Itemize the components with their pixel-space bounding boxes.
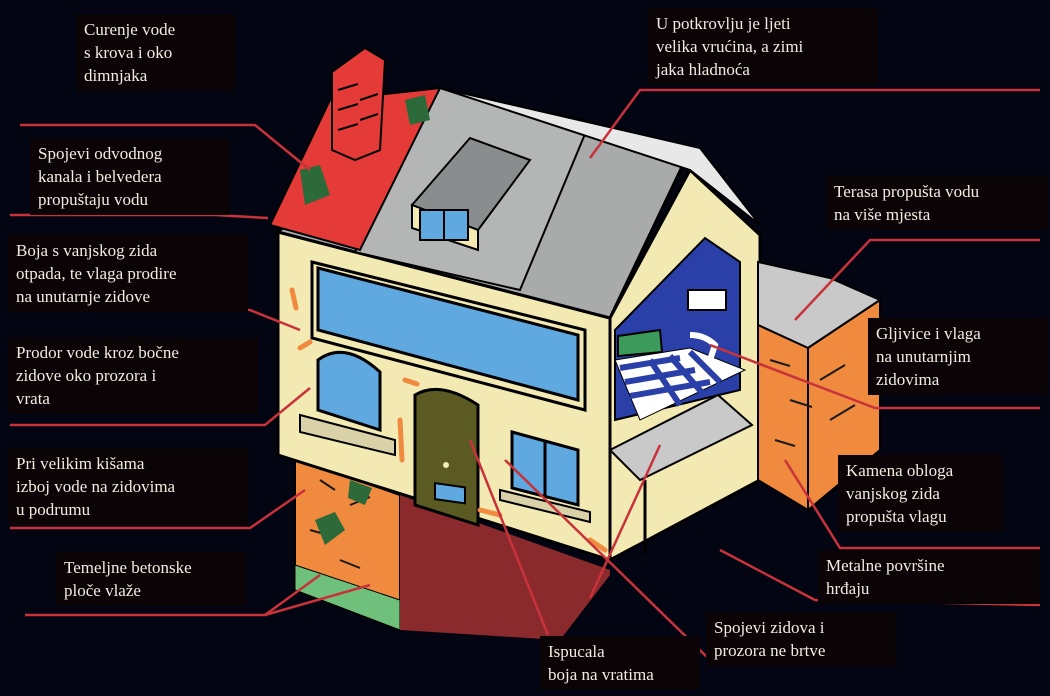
label-window-joints: Spojevi zidova i prozora ne brtve	[706, 612, 896, 666]
roof	[268, 46, 761, 320]
label-stone-cladding: Kamena obloga vanjskog zida propušta vla…	[838, 455, 1003, 532]
label-door-paint: Ispucala boja na vratima	[540, 636, 700, 690]
basement	[294, 456, 610, 640]
label-mold: Gljivice i vlaga na unutarnjim zidovima	[868, 318, 1048, 395]
label-basement-rain: Pri velikim kišama izboj vode na zidovim…	[8, 448, 248, 525]
label-side-walls: Prodor vode kroz bočne zidove oko prozor…	[8, 337, 258, 414]
leader-lines	[10, 88, 1041, 661]
label-metal-rust: Metalne površine hrđaju	[818, 550, 1040, 604]
label-chimney-leak: Curenje vode s krova i oko dimnjaka	[76, 14, 236, 91]
label-drain-joints: Spojevi odvodnog kanala i belvedera prop…	[30, 138, 230, 215]
label-paint-peeling: Boja s vanjskog zida otpada, te vlaga pr…	[8, 235, 248, 312]
label-foundation: Temeljne betonske ploče vlaže	[56, 552, 246, 606]
label-terrace: Terasa propušta vodu na više mjesta	[826, 176, 1048, 230]
label-attic: U potkrovlju je ljeti velika vrućina, a …	[648, 8, 878, 85]
